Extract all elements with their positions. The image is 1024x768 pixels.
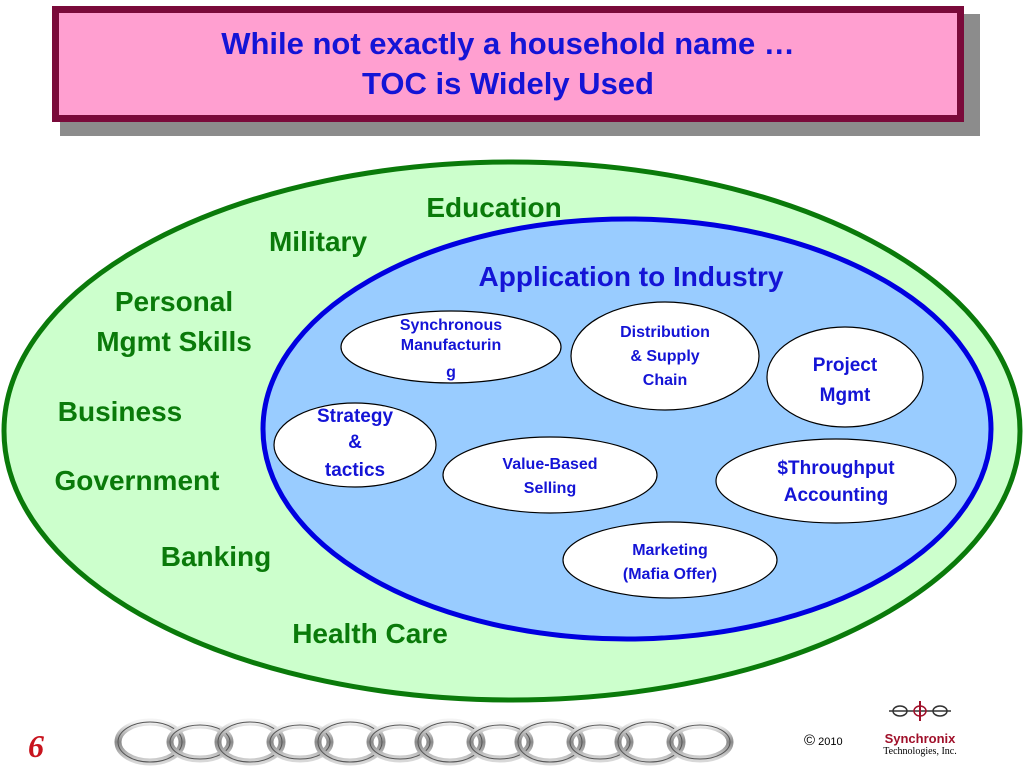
copyright-symbol: © [804,732,816,749]
label-mgmt-skills: Mgmt Skills [96,326,252,357]
page-number: 6 [28,728,44,764]
logo-company: Synchronix [884,731,956,746]
node-synchronous-manufacturing: Synchronous Manufacturin g [340,310,562,384]
label-education: Education [426,192,561,223]
chain-link-outline [369,724,431,760]
svg-text:& Supply: & Supply [630,348,699,365]
node-marketing: Marketing (Mafia Offer) [562,521,778,599]
svg-text:g: g [446,364,456,381]
chain-decoration [114,718,734,766]
svg-text:Chain: Chain [643,372,687,389]
svg-text:tactics: tactics [325,460,385,481]
chain-link-outline [417,721,483,763]
svg-text:Manufacturin: Manufacturin [401,337,501,354]
chain-link-outline [269,724,331,760]
svg-text:&: & [348,432,362,453]
chain-link-outline [669,724,731,760]
label-military: Military [269,226,367,257]
node-value-based-selling: Value-Based Selling [442,436,658,514]
chain-link-outline [517,721,583,763]
svg-text:Strategy: Strategy [317,406,393,427]
svg-text:Value-Based: Value-Based [502,456,597,473]
chain-link-outline [469,724,531,760]
label-government: Government [55,465,220,496]
label-banking: Banking [161,541,271,572]
node-strategy-tactics: Strategy & tactics [273,402,437,488]
node-throughput-accounting: $Throughput Accounting [715,438,957,524]
label-business: Business [58,396,183,427]
copyright-year: 2010 [818,736,843,748]
svg-text:Marketing: Marketing [632,542,708,559]
label-application-to-industry: Application to Industry [479,261,784,292]
label-health-care: Health Care [292,618,448,649]
svg-text:Synchronous: Synchronous [400,317,502,334]
svg-text:(Mafia Offer): (Mafia Offer) [623,566,717,583]
node-distribution-supply-chain: Distribution & Supply Chain [570,301,760,411]
copyright: © 2010 [804,732,843,749]
svg-text:Project: Project [813,355,878,376]
title-line-2: TOC is Widely Used [361,66,654,101]
svg-text:$Throughput: $Throughput [777,458,895,479]
svg-text:Mgmt: Mgmt [820,385,871,406]
chain-link-outline [317,721,383,763]
logo-mark-icon [889,701,951,721]
chain-link-outline [117,721,183,763]
title-box: While not exactly a household name … TOC… [52,6,964,122]
title-inner: While not exactly a household name … TOC… [59,13,957,115]
synchronix-logo: Synchronix Technologies, Inc. [870,700,970,757]
title-line-1: While not exactly a household name … [221,26,795,61]
svg-text:Distribution: Distribution [620,324,710,341]
chain-link-outline [617,721,683,763]
logo-company-sub: Technologies, Inc. [883,746,957,757]
chain-link-outline [169,724,231,760]
svg-text:Accounting: Accounting [784,485,889,506]
node-project-mgmt: Project Mgmt [766,326,924,428]
chain-link-outline [217,721,283,763]
svg-text:Selling: Selling [524,480,576,497]
chain-link-outline [569,724,631,760]
label-personal: Personal [115,286,233,317]
